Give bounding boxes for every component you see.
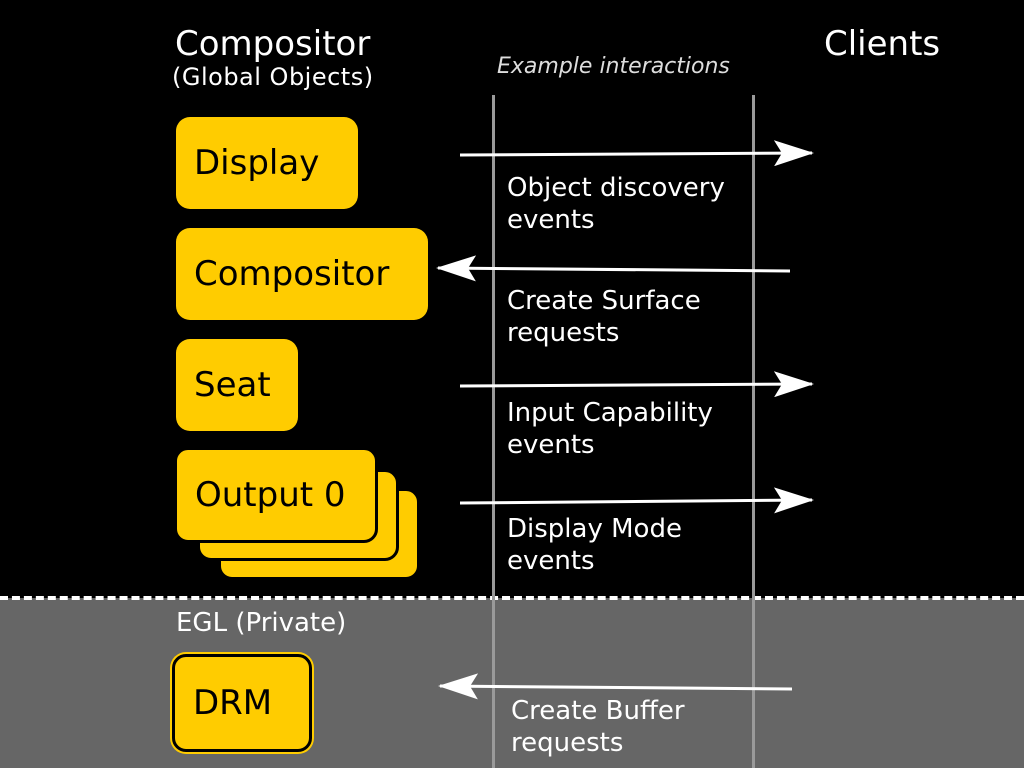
compositor-object-label: Compositor [194,254,390,294]
create-surface-arrow [436,255,791,282]
seat-object-label: Seat [194,365,271,405]
interaction-note-line2: events [507,205,595,235]
interaction-note-line1: Create Surface [507,286,701,316]
compositor-object-box: Compositor [176,228,428,320]
interaction-note-input-capability: Input Capability events [507,397,713,461]
clients-title: Clients [824,24,941,64]
egl-private-label: EGL (Private) [176,608,347,638]
interaction-note-object-discovery: Object discovery events [507,172,725,236]
interaction-column-left-line [492,95,495,768]
compositor-subtitle: (Global Objects) [172,63,374,91]
interaction-note-line1: Display Mode [507,514,682,544]
display-mode-arrow [459,487,814,514]
public-private-divider [0,596,1024,600]
output-object-box: Output 0 [174,447,378,543]
input-capability-arrow [459,371,814,398]
interaction-note-line2: events [507,430,595,460]
interaction-note-line1: Input Capability [507,398,713,428]
interaction-column-right-line [752,95,755,768]
interaction-note-create-surface: Create Surface requests [507,285,701,349]
display-object-label: Display [194,143,320,183]
example-interactions-label: Example interactions [497,54,730,79]
private-region [0,598,1024,768]
seat-object-box: Seat [176,339,298,431]
drm-object-box: DRM [172,654,312,752]
drm-object-label: DRM [193,683,273,723]
output-object-label: Output 0 [195,475,346,515]
create-buffer-arrow [438,673,793,700]
interaction-note-line2: requests [511,728,624,758]
compositor-title: Compositor [175,24,371,64]
interaction-note-line2: requests [507,318,620,348]
interaction-note-line1: Object discovery [507,173,725,203]
interaction-note-create-buffer: Create Buffer requests [511,695,685,759]
interaction-note-line2: events [507,546,595,576]
display-object-box: Display [176,117,358,209]
object-discovery-arrow [459,140,814,167]
interaction-note-line1: Create Buffer [511,696,685,726]
interaction-note-display-mode: Display Mode events [507,513,682,577]
